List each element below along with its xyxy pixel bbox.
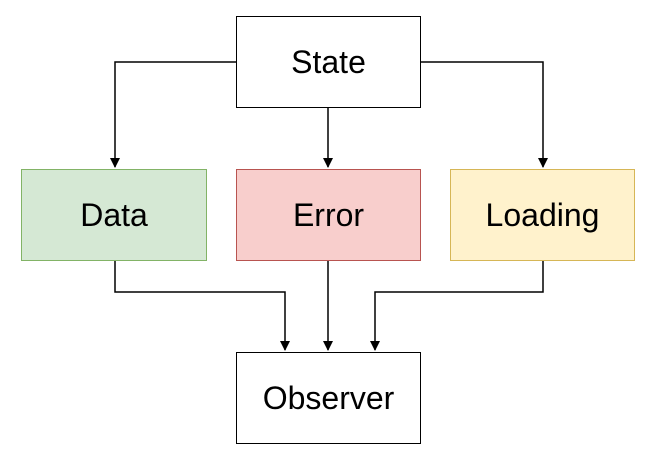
arrow-loading-to-observer — [370, 261, 544, 351]
state-node: State — [236, 16, 421, 108]
data-node: Data — [21, 169, 207, 261]
error-label: Error — [292, 196, 365, 233]
arrow-data-to-observer — [114, 261, 290, 351]
error-node: Error — [236, 169, 421, 261]
observer-label: Observer — [262, 379, 395, 416]
state-label: State — [291, 43, 366, 80]
observer-node: Observer — [236, 352, 421, 444]
data-label: Data — [80, 196, 148, 233]
arrow-state-to-data — [110, 61, 236, 168]
arrow-state-to-loading — [421, 61, 548, 168]
loading-node: Loading — [450, 169, 635, 261]
loading-label: Loading — [485, 196, 600, 233]
